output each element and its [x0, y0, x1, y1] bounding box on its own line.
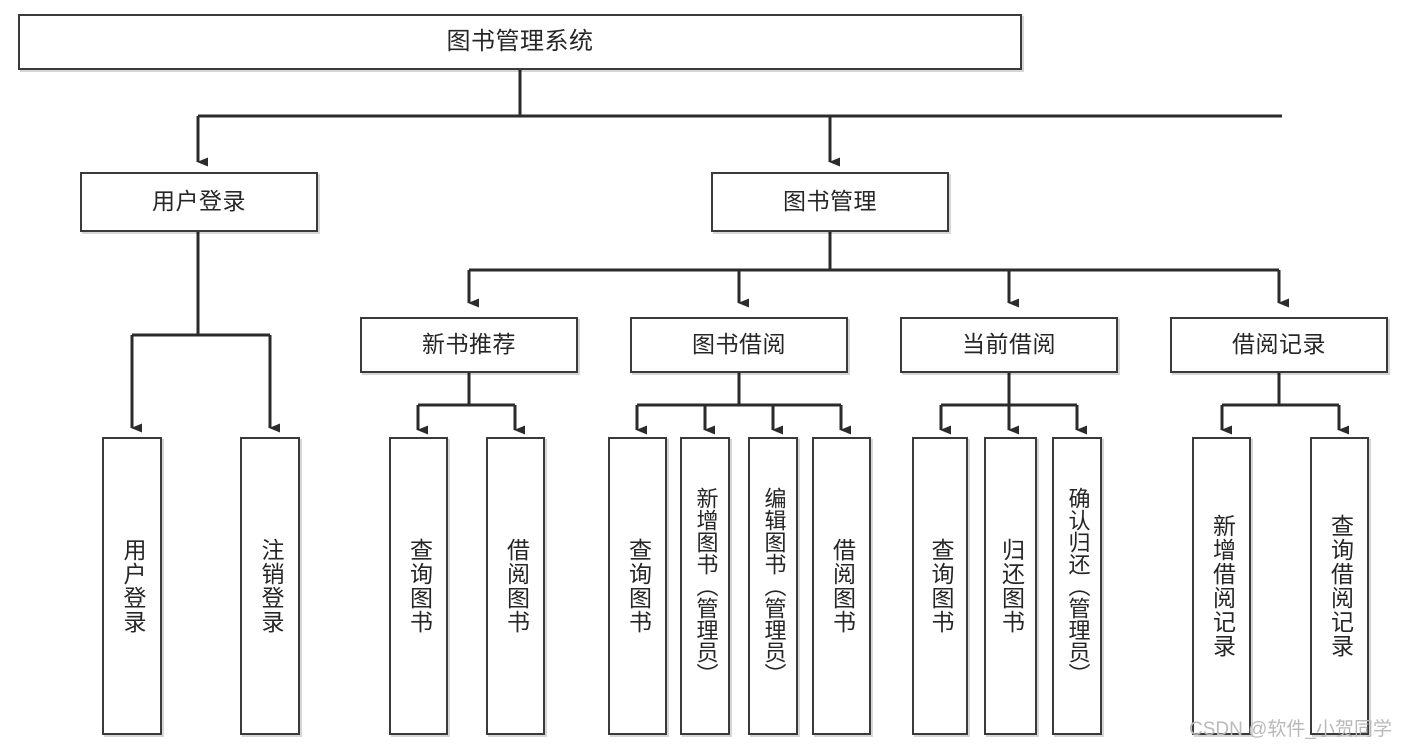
- node-book-management[interactable]: 图书管理: [711, 172, 949, 232]
- node-label: 图书借阅: [692, 331, 786, 358]
- node-label: 新增借阅记录: [1209, 514, 1236, 658]
- node-label: 编辑图书（管理员）: [761, 487, 787, 685]
- node-label: 用户登录: [152, 188, 246, 215]
- node-label: 当前借阅: [962, 331, 1056, 358]
- node-leaf-add-book[interactable]: 新增图书（管理员）: [680, 437, 730, 735]
- node-borrow-record[interactable]: 借阅记录: [1170, 317, 1388, 373]
- node-label: 确认归还（管理员）: [1065, 487, 1091, 685]
- node-leaf-user-login[interactable]: 用户登录: [102, 437, 162, 735]
- node-label: 查询借阅记录: [1327, 514, 1354, 658]
- node-leaf-add-record[interactable]: 新增借阅记录: [1192, 437, 1251, 735]
- node-label: 查询图书: [406, 538, 433, 634]
- node-label: 新书推荐: [422, 331, 516, 358]
- node-label: 用户登录: [119, 538, 146, 634]
- node-label: 归还图书: [998, 538, 1025, 634]
- node-user-login[interactable]: 用户登录: [80, 172, 318, 232]
- node-label: 借阅图书: [503, 538, 530, 634]
- node-leaf-borrow-book-1[interactable]: 借阅图书: [486, 437, 545, 735]
- node-leaf-query-book-1[interactable]: 查询图书: [389, 437, 448, 735]
- node-current-borrow[interactable]: 当前借阅: [900, 317, 1118, 373]
- node-label: 图书管理: [783, 188, 877, 215]
- node-leaf-return-book[interactable]: 归还图书: [984, 437, 1037, 735]
- node-label: 借阅图书: [829, 538, 856, 634]
- node-leaf-logout-login[interactable]: 注销登录: [240, 437, 300, 735]
- node-leaf-query-book-3[interactable]: 查询图书: [912, 437, 968, 735]
- node-label: 注销登录: [257, 538, 284, 634]
- node-new-book-recommend[interactable]: 新书推荐: [360, 317, 578, 373]
- watermark-text: CSDN @软件_小贺同学: [1189, 719, 1392, 740]
- node-root-system[interactable]: 图书管理系统: [18, 14, 1022, 70]
- node-label: 查询图书: [625, 538, 652, 634]
- node-label: 借阅记录: [1232, 331, 1326, 358]
- node-leaf-query-book-2[interactable]: 查询图书: [608, 437, 667, 735]
- node-label: 查询图书: [927, 538, 954, 634]
- node-label: 新增图书（管理员）: [693, 487, 719, 685]
- node-leaf-edit-book[interactable]: 编辑图书（管理员）: [748, 437, 798, 735]
- node-book-borrow[interactable]: 图书借阅: [630, 317, 848, 373]
- node-leaf-confirm-return[interactable]: 确认归还（管理员）: [1052, 437, 1102, 735]
- node-leaf-query-record[interactable]: 查询借阅记录: [1310, 437, 1369, 735]
- node-leaf-borrow-book-2[interactable]: 借阅图书: [812, 437, 871, 735]
- node-label: 图书管理系统: [446, 27, 594, 55]
